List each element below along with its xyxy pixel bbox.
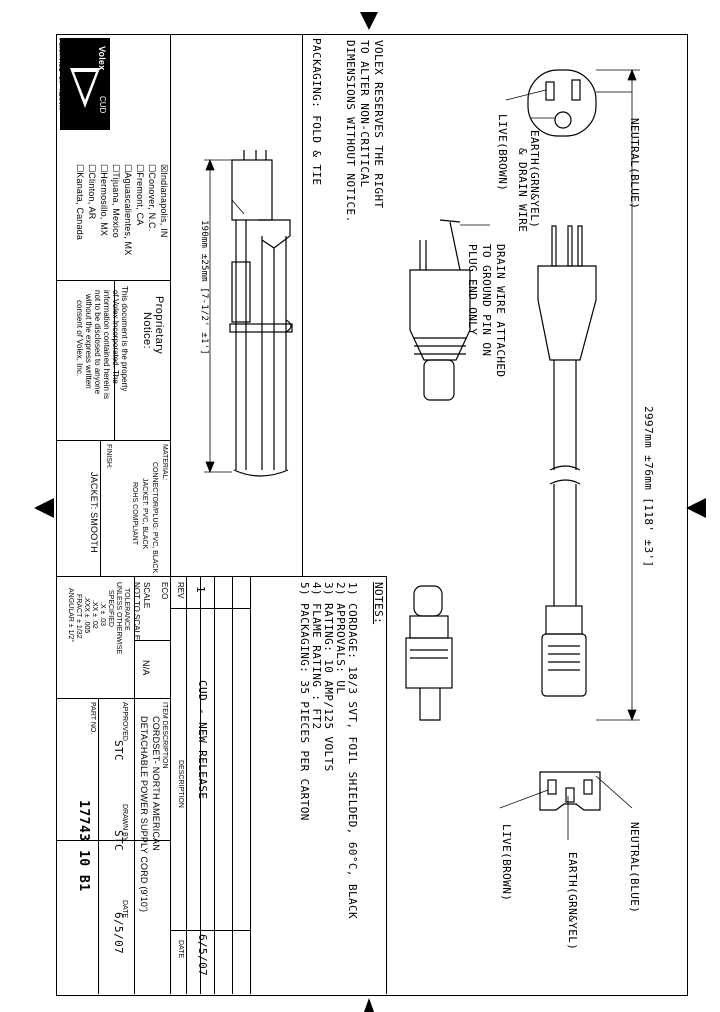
length-dimension-label: 2997mm ±76mm [118' ±3'] — [642, 406, 655, 568]
plug-profile-icon — [409, 219, 471, 401]
material-divider — [56, 440, 170, 441]
plug-neutral-label: NEUTRAL(BLUE) — [628, 118, 641, 210]
part-no-value: 17743 10 B1 — [76, 800, 91, 892]
description-value: CUD - NEW RELEASE — [196, 680, 209, 800]
approved-label: APPROVED — [121, 702, 128, 741]
rev-row-a — [170, 608, 250, 609]
item-desc-line: CORDSET- NORTH AMERICAN — [151, 716, 161, 851]
tolerance-line: .XX ± .02 — [91, 600, 98, 629]
leader-live — [505, 89, 547, 101]
plug-earth-label: EARTH(GRN&YEL) — [528, 130, 541, 229]
plug-face-icon — [527, 69, 597, 137]
part-inner — [98, 698, 99, 994]
plug-side-icon — [537, 225, 597, 606]
ecd-label: ECO — [160, 582, 169, 600]
connector-live-label: LIVE(BROWN) — [500, 824, 513, 902]
reserve-note-line: DIMENSIONS WITHOUT NOTICE. — [344, 40, 357, 223]
right-center-marker — [686, 498, 706, 518]
packaging-label: PACKAGING: FOLD & TIE — [310, 38, 323, 186]
left-center-marker — [34, 498, 54, 518]
rev-value: 1 — [194, 586, 207, 594]
drain-note-line: TO GROUND PIN ON — [480, 244, 493, 357]
tol-row — [56, 698, 170, 699]
reserve-note-line: VOLEX RESERVES THE RIGHT — [372, 40, 385, 209]
scale-label: SCALE — [142, 582, 151, 609]
ecd-row — [134, 640, 170, 641]
rev-col-c — [214, 576, 215, 994]
connector-earth-label: EARTH(GRN&YEL) — [566, 852, 579, 951]
note-item: 3) RATING: 10 AMP/125 VOLTS — [322, 582, 335, 772]
bottom-center-marker — [364, 998, 374, 1012]
drawing-border — [56, 34, 688, 996]
approved-value: STC — [112, 740, 125, 762]
rev-col-b — [200, 576, 201, 994]
note-item: 5) PACKAGING: 35 PIECES PER CARTON — [298, 582, 311, 821]
packaging-divider — [302, 34, 303, 576]
rev-col-e — [250, 576, 251, 994]
coil-dimension-label: 190mm ±25mm [7-1/2' ±1'] — [199, 220, 209, 355]
tolerance-line: TOLERANCE — [123, 588, 130, 631]
finish-divider — [100, 440, 101, 576]
drawn-value: STC — [112, 830, 125, 852]
volex-v-mark — [70, 68, 100, 108]
tolerance-line: FRACT ± 1/32 — [75, 594, 82, 639]
note-item: 2) APPROVALS: UL — [334, 582, 347, 695]
reserve-note-line: TO ALTER NON-CRITICAL — [358, 40, 371, 188]
tol-divider — [134, 576, 135, 994]
leader-c-neutral — [595, 775, 633, 809]
proprietary-divider — [114, 280, 115, 440]
tolerance-line: UNLESS OTHERWISE — [115, 582, 122, 655]
tolerance-line: SPECIFIED — [107, 590, 114, 627]
tolerance-line: .X ± .03 — [99, 602, 106, 627]
tolerance-line: .XXX ± .005 — [83, 596, 90, 634]
notes-divider — [386, 576, 387, 994]
rev-row-b — [170, 930, 250, 931]
item-desc-line: DETACHABLE POWER SUPPLY CORD (9'10') — [139, 716, 149, 913]
volex-logo: Volex CUD — [60, 38, 110, 130]
leader-c-live — [499, 789, 549, 809]
note-item: 4) FLAME RATING : FT2 — [310, 582, 323, 730]
plug-live-label: LIVE(BROWN) — [496, 114, 509, 192]
title-block-divider — [170, 34, 171, 994]
tolerance-line: ANGULAR ± 1/2° — [67, 588, 74, 643]
locations-divider — [56, 280, 170, 281]
date2-value: 6/5/07 — [112, 912, 125, 955]
drain-note-line: PLUG END ONLY — [466, 244, 479, 336]
date-value: 6/5/07 — [196, 934, 209, 977]
connector-face-icon — [539, 771, 601, 811]
connector-neutral-label: NEUTRAL(BLUE) — [628, 822, 641, 914]
ecd-value: N/A — [141, 660, 151, 676]
connector-side-icon — [541, 605, 587, 697]
item-desc-label: ITEM DESCRIPTION — [161, 702, 168, 769]
description-label: DESCRIPTION — [177, 760, 184, 808]
part-no-label: PART NO. — [89, 702, 96, 735]
notes-title: NOTES: — [372, 582, 385, 625]
rev-col-a — [186, 576, 187, 994]
connector-profile-icon — [405, 585, 453, 721]
rev-col-d — [232, 576, 233, 994]
bottom-block-top — [56, 576, 386, 577]
note-item: 1) CORDAGE: 18/3 SVT, FOIL SHIELDED, 60°… — [346, 582, 359, 920]
plug-drain-label: & DRAIN WIRE — [516, 148, 529, 233]
drain-note-line: DRAIN WIRE ATTACHED — [494, 244, 507, 378]
top-center-marker — [360, 12, 378, 30]
coil-icon — [229, 150, 293, 477]
rev-label: REV — [176, 582, 185, 599]
scale-value: NOT TO SCALE — [132, 582, 141, 641]
date-label: DATE — [177, 940, 184, 959]
part-row — [56, 840, 170, 841]
